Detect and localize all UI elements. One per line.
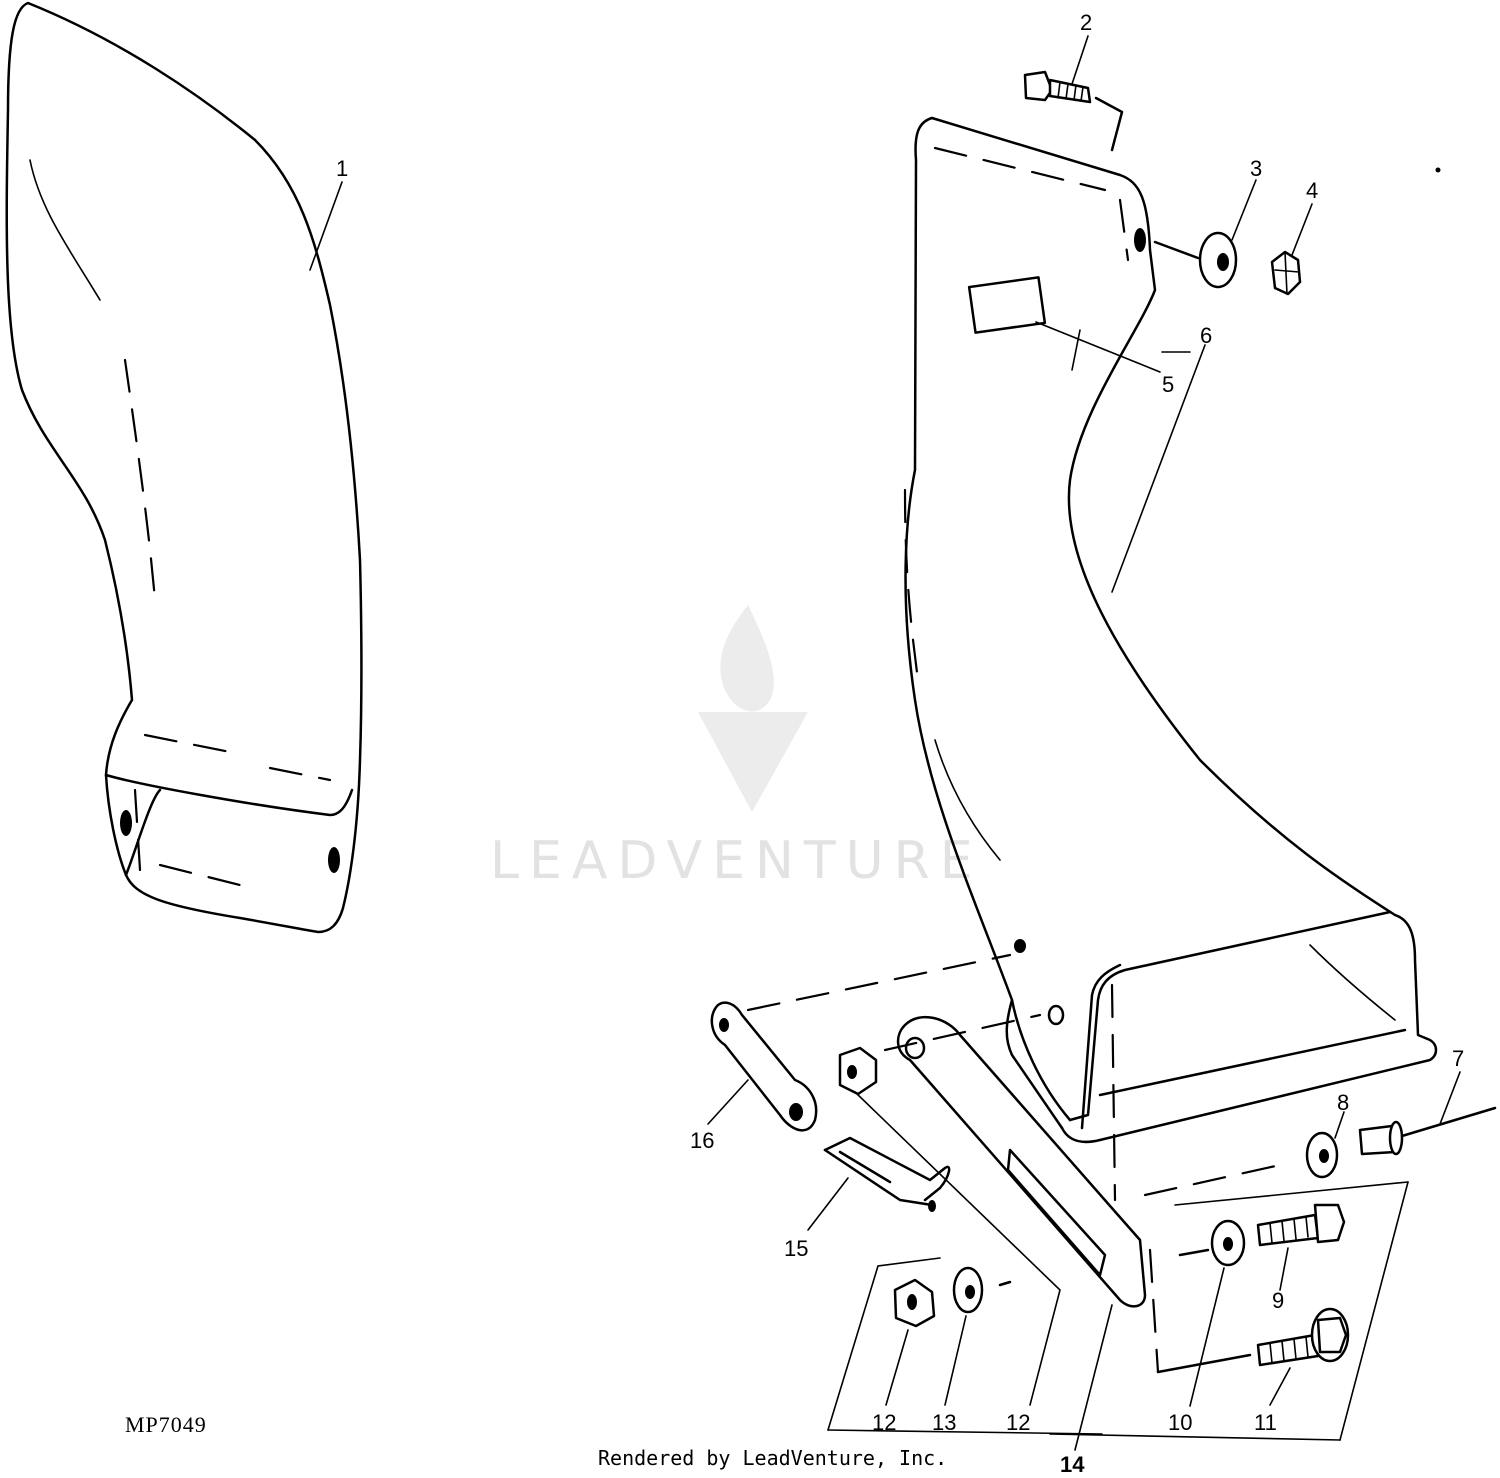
callout-12-left: 12 (872, 1410, 896, 1435)
callout-1: 1 (336, 156, 348, 181)
credit-text: Rendered by LeadVenture, Inc. (598, 1446, 948, 1470)
part-1-chute (5, 1, 363, 934)
callout-15: 15 (784, 1236, 808, 1261)
part-13-washer (952, 1266, 984, 1314)
drawing-code: MP7049 (125, 1412, 207, 1437)
callout-7: 7 (1452, 1046, 1464, 1071)
callout-4: 4 (1306, 178, 1318, 203)
part-11-bolt (1256, 1307, 1350, 1367)
part-10-washer (1210, 1219, 1246, 1267)
part-4-nut (1270, 250, 1302, 296)
callout-13: 13 (932, 1410, 956, 1435)
part-3-washer (1153, 231, 1238, 289)
part-7-pin (1358, 1106, 1497, 1156)
callout-8: 8 (1337, 1090, 1349, 1115)
callout-11: 11 (1254, 1410, 1277, 1435)
part-6-bracket (903, 116, 1438, 1202)
group-brackets (827, 1181, 1409, 1441)
callout-12-right: 12 (1006, 1410, 1030, 1435)
assembly-lines (746, 953, 1282, 1374)
watermark-text: LEADVENTURE (490, 831, 983, 891)
callout-3: 3 (1250, 156, 1262, 181)
part-16-link (710, 1001, 818, 1132)
callout-16: 16 (690, 1128, 714, 1153)
part-12-nut-upper (838, 1046, 878, 1096)
part-9-bolt (1256, 1203, 1346, 1247)
callout-2: 2 (1080, 10, 1092, 35)
leadventure-watermark: LEADVENTURE (490, 605, 983, 891)
callout-5: 5 (1162, 372, 1174, 397)
part-14-slotted-link (896, 1015, 1147, 1308)
callouts: 1 2 3 4 5 6 7 8 9 10 11 12 13 12 14 15 1… (336, 10, 1464, 1477)
callout-9: 9 (1272, 1288, 1284, 1313)
part-8-washer (1305, 1131, 1339, 1179)
callout-6: 6 (1200, 323, 1212, 348)
callout-10: 10 (1168, 1410, 1192, 1435)
stray-dot (1435, 167, 1441, 173)
callout-14: 14 (1060, 1452, 1085, 1477)
part-15-cotter-pin (823, 1136, 951, 1212)
part-12-nut-lower (893, 1278, 936, 1328)
leader-lines (309, 35, 1461, 1451)
part-2-bolt (1023, 70, 1124, 152)
